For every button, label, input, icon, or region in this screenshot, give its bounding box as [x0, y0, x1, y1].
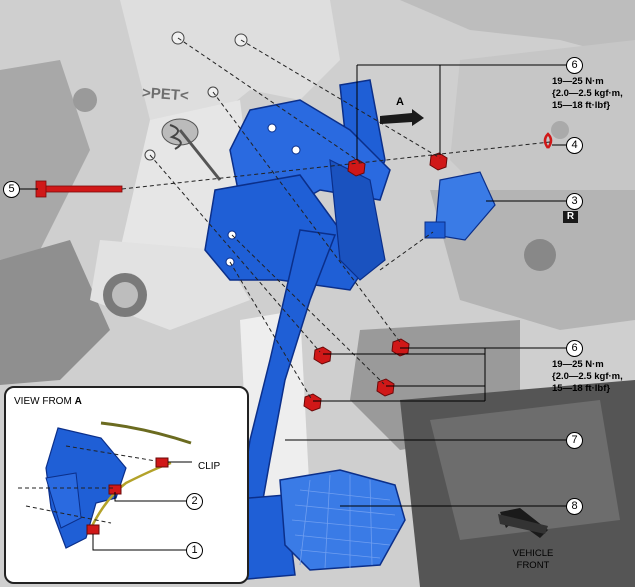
vehicle-front-arrow-shaft	[498, 514, 548, 534]
leader-lines	[18, 64, 566, 507]
callout-4: 4	[566, 137, 583, 154]
inset-leader-lines	[92, 461, 192, 551]
torque-spec-lower-line1: 19—25 N·m	[552, 359, 604, 370]
callout-3: 3	[566, 193, 583, 210]
view-a-label: A	[396, 96, 404, 108]
callout-2: 2	[186, 493, 203, 510]
brake-pedal-assembly	[204, 79, 406, 581]
torque-spec-upper-line1: 19—25 N·m	[552, 76, 604, 87]
nut-lower-3	[376, 378, 395, 397]
pedal-arm	[239, 229, 337, 506]
vehicle-front-line1: VEHICLE	[512, 548, 554, 559]
upper-dash-panel	[0, 0, 635, 60]
torque-spec-upper: 19—25 N·m {2.0—2.5 kgf·m, 15—18 ft·lbf}	[552, 76, 623, 112]
hole-left-upper	[73, 88, 97, 112]
grommet-left-inner	[112, 282, 138, 308]
inset-clip-lower	[86, 524, 100, 535]
right-upper-panel	[450, 40, 635, 210]
left-lower-panel	[0, 240, 110, 385]
pedal-pad	[279, 469, 406, 571]
pedal-bracket-lower	[204, 174, 371, 291]
inset-dashed-lines	[18, 445, 157, 524]
view-a-arrow	[380, 109, 424, 126]
alignment-lines	[121, 37, 551, 401]
vehicle-front-label: VEHICLE FRONT	[506, 548, 560, 572]
hole-right	[524, 239, 556, 271]
inset-title-prefix: VIEW FROM	[14, 396, 72, 407]
callout-8: 8	[566, 498, 583, 515]
left-dash-panel	[0, 60, 90, 260]
callout-7: 7	[566, 432, 583, 449]
stop-light-switch	[424, 171, 496, 241]
nut-upper-right	[429, 152, 448, 171]
inset-bracket-side	[45, 472, 82, 529]
inset-harness	[100, 421, 192, 445]
torque-spec-lower: 19—25 N·m {2.0—2.5 kgf·m, 15—18 ft·lbf}	[552, 359, 623, 395]
callout-5: 5	[3, 181, 20, 198]
vehicle-front-line2: FRONT	[516, 560, 550, 571]
torque-spec-upper-line3: 15—18 ft·lbf}	[552, 100, 611, 111]
bracket-stamp: >PET<	[141, 84, 190, 105]
torque-spec-lower-line2: {2.0—2.5 kgf·m,	[552, 371, 623, 382]
inset-title: VIEW FROM A	[14, 396, 82, 407]
inset-clip-upper	[155, 457, 169, 468]
hole-right-upper	[551, 121, 569, 139]
inset-view-from-a: VIEW FROM A CLIP 2 1	[4, 386, 249, 584]
torque-spec-lower-line3: 15—18 ft·lbf}	[552, 383, 611, 394]
bracket-hole-1	[267, 123, 277, 133]
torque-spec-upper-line2: {2.0—2.5 kgf·m,	[552, 88, 623, 99]
pedal-side-plate	[329, 158, 386, 281]
nut-lower-2	[313, 346, 332, 365]
rhd-badge: R	[563, 211, 578, 223]
pedal-pad-texture	[291, 474, 399, 569]
nut-lower-4	[303, 393, 322, 412]
pedal-pin	[543, 132, 553, 149]
inset-illustration	[18, 421, 192, 551]
callout-6-upper: 6	[566, 57, 583, 74]
bracket-hole-2	[291, 145, 301, 155]
callout-6-lower: 6	[566, 340, 583, 357]
inset-title-ref: A	[74, 396, 82, 407]
booster-rod	[161, 118, 222, 181]
callout-1: 1	[186, 542, 203, 559]
clip-label: CLIP	[198, 461, 221, 472]
